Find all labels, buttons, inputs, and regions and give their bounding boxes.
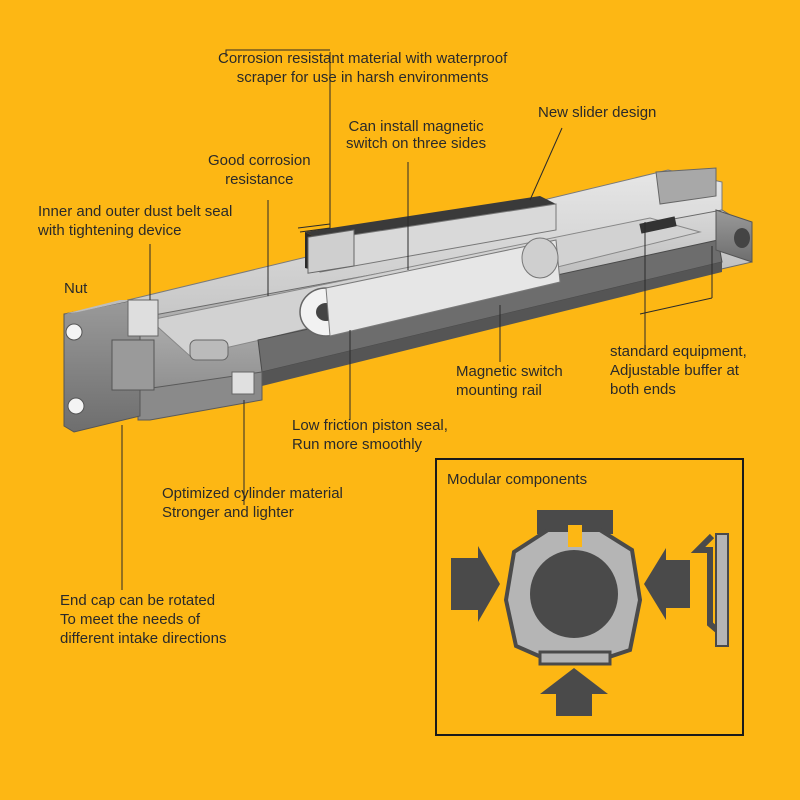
- right-buffer: [639, 216, 677, 234]
- right-end-cap: [715, 209, 753, 263]
- label-line: Can install magnetic: [348, 118, 484, 135]
- rail-profile-icon: [690, 533, 729, 647]
- label-line: Corrosion resistant material with waterp…: [218, 50, 508, 67]
- piston-right-face: [521, 237, 559, 279]
- label-line: resistance: [225, 171, 294, 188]
- label-line: switch on three sides: [346, 135, 487, 152]
- arrow-left-icon: [451, 546, 500, 622]
- label-line: Stronger and lighter: [162, 504, 294, 521]
- label-line: Optimized cylinder material: [162, 485, 343, 502]
- label-nut: Nut: [64, 280, 88, 297]
- label-piston-seal: Low friction piston seal, Run more smoot…: [292, 416, 448, 454]
- modular-panel: [435, 458, 744, 736]
- label-end-cap: End cap can be rotated To meet the needs…: [60, 591, 227, 648]
- label-line: Adjustable buffer at: [610, 362, 739, 379]
- label-new-slider: New slider design: [538, 104, 657, 121]
- label-line: Inner and outer dust belt seal: [38, 203, 233, 220]
- label-dust-belt: Inner and outer dust belt seal with tigh…: [38, 202, 232, 240]
- label-cylinder-material: Optimized cylinder material Stronger and…: [162, 484, 343, 522]
- label-line: standard equipment,: [610, 343, 747, 360]
- label-line: with tightening device: [38, 222, 182, 239]
- label-mounting-rail: Magnetic switch mounting rail: [456, 362, 563, 400]
- label-buffer: standard equipment, Adjustable buffer at…: [610, 342, 747, 399]
- label-line: scraper for use in harsh environments: [236, 69, 489, 86]
- mounting-rail-face: [262, 262, 722, 386]
- slider-top: [305, 196, 556, 240]
- arrow-up-icon: [540, 668, 608, 716]
- left-seal-block: [127, 299, 159, 337]
- label-line: End cap can be rotated: [60, 592, 216, 609]
- slider-end-block: [307, 229, 355, 274]
- nut-upper: [65, 323, 83, 341]
- cylinder-foot: [231, 371, 255, 395]
- label-magnetic-switch-sides: Can install magnetic switch on three sid…: [346, 118, 486, 152]
- label-line: To meet the needs of: [60, 611, 201, 628]
- piston-body: [325, 239, 561, 337]
- profile-cross-section: [503, 510, 643, 666]
- label-line: Low friction piston seal,: [292, 417, 448, 434]
- label-line: Good corrosion: [208, 152, 311, 169]
- label-line: Run more smoothly: [292, 436, 423, 453]
- label-line: different intake directions: [60, 630, 227, 647]
- label-line: Magnetic switch: [456, 363, 563, 380]
- right-end-cap-top: [655, 167, 717, 205]
- leader-lines: [121, 49, 713, 590]
- left-cushion: [189, 339, 229, 361]
- modular-panel-title: Modular components: [447, 471, 588, 488]
- arrow-right-icon: [644, 548, 690, 620]
- label-corrosion-material: Corrosion resistant material with waterp…: [218, 49, 507, 87]
- label-line: mounting rail: [456, 382, 542, 399]
- left-intake: [111, 339, 155, 391]
- label-good-corrosion: Good corrosion resistance: [208, 151, 311, 189]
- left-end-cap-top: [64, 300, 134, 314]
- label-line: both ends: [610, 381, 676, 398]
- nut-lower: [67, 397, 85, 415]
- right-port: [734, 228, 750, 248]
